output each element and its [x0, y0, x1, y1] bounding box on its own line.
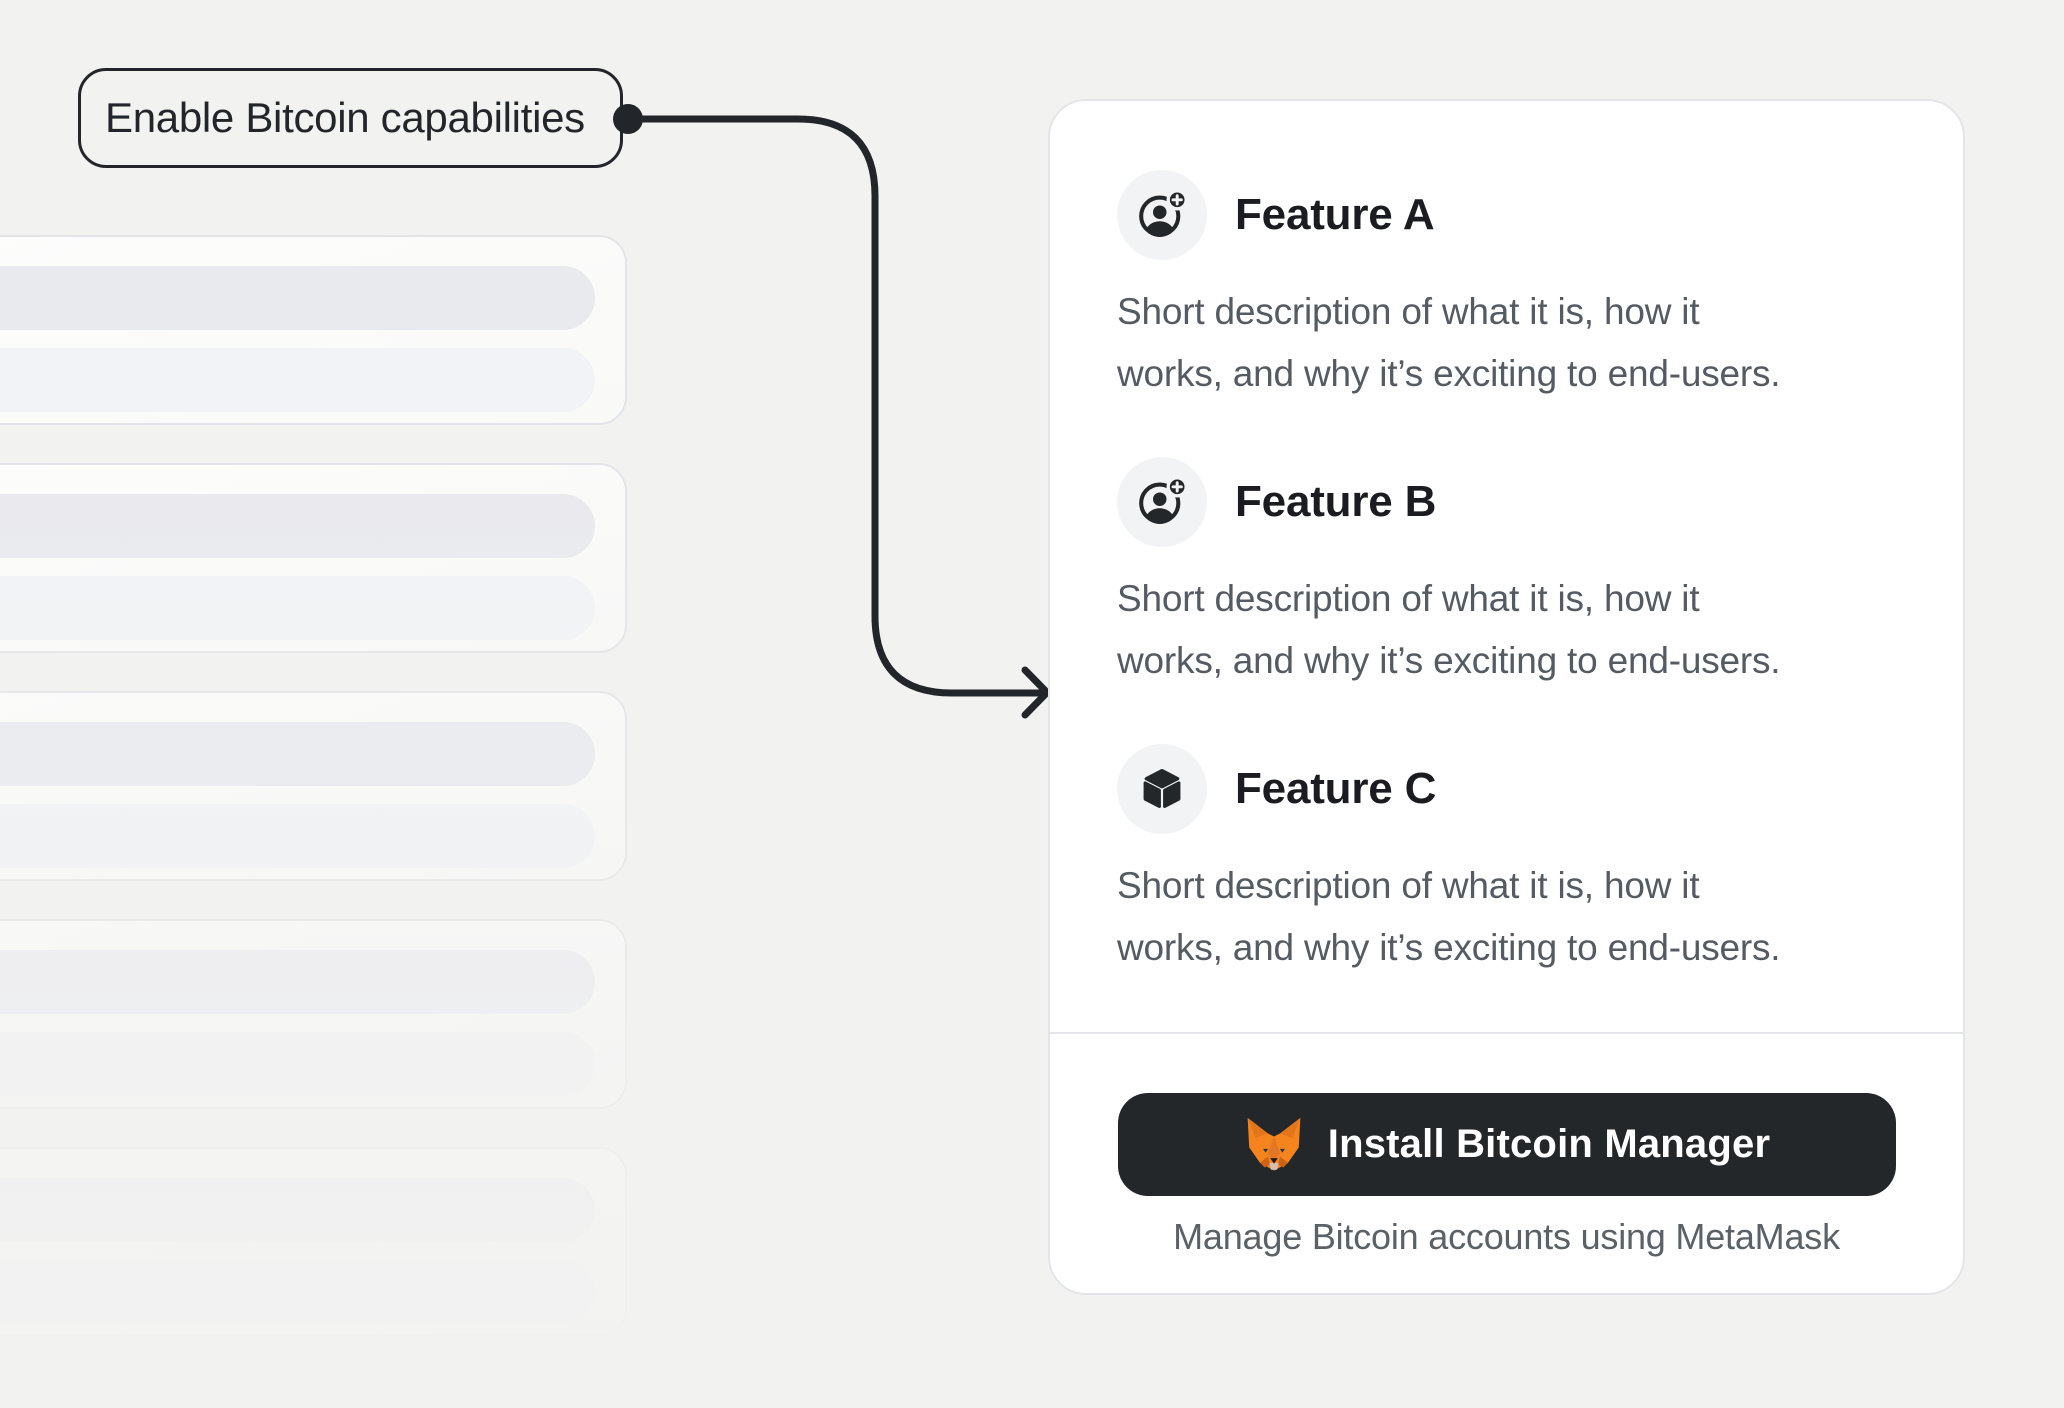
skeleton-bar [0, 1260, 595, 1324]
feature-description: Short description of what it is, how it … [1117, 291, 1781, 394]
skeleton-bar [0, 494, 595, 558]
feature-description: Short description of what it is, how it … [1117, 578, 1781, 681]
feature-item-a: Feature A Short description of what it i… [1117, 170, 1907, 405]
skeleton-card [0, 691, 627, 881]
feature-header: Feature C [1117, 744, 1907, 834]
skeleton-bar [0, 576, 595, 640]
skeleton-bar [0, 1032, 595, 1096]
metamask-fox-icon [1243, 1116, 1305, 1174]
feature-item-c: Feature C Short description of what it i… [1117, 744, 1907, 979]
footer-caption: Manage Bitcoin accounts using MetaMask [1173, 1216, 1840, 1257]
feature-title: Feature C [1235, 764, 1437, 813]
feature-item-b: Feature B Short description of what it i… [1117, 457, 1907, 692]
skeleton-bar [0, 722, 595, 786]
panel-footer: Install Bitcoin Manager Manage Bitcoin a… [1050, 1032, 1963, 1293]
install-button-label: Install Bitcoin Manager [1327, 1122, 1771, 1166]
skeleton-bar [0, 1178, 595, 1242]
user-add-icon [1117, 170, 1207, 260]
skeleton-card [0, 1147, 627, 1337]
skeleton-bar [0, 804, 595, 868]
feature-title: Feature B [1235, 477, 1437, 526]
feature-header: Feature A [1117, 170, 1907, 260]
feature-panel: Feature A Short description of what it i… [1048, 99, 1965, 1295]
skeleton-card [0, 919, 627, 1109]
feature-description: Short description of what it is, how it … [1117, 865, 1781, 968]
feature-list: Feature A Short description of what it i… [1050, 101, 1963, 979]
feature-header: Feature B [1117, 457, 1907, 547]
cube-icon [1117, 744, 1207, 834]
arrowhead-icon [1021, 666, 1051, 719]
skeleton-bar [0, 266, 595, 330]
skeleton-bar [0, 950, 595, 1014]
install-bitcoin-manager-button[interactable]: Install Bitcoin Manager [1117, 1093, 1896, 1196]
user-add-icon [1117, 457, 1207, 547]
annotation-label: Enable Bitcoin capabilities [78, 68, 623, 168]
skeleton-card [0, 463, 627, 653]
skeleton-card [0, 235, 627, 425]
skeleton-bar [0, 348, 595, 412]
skeleton-list [0, 0, 820, 1408]
feature-title: Feature A [1235, 190, 1435, 239]
annotation-label-text: Enable Bitcoin capabilities [105, 94, 585, 141]
